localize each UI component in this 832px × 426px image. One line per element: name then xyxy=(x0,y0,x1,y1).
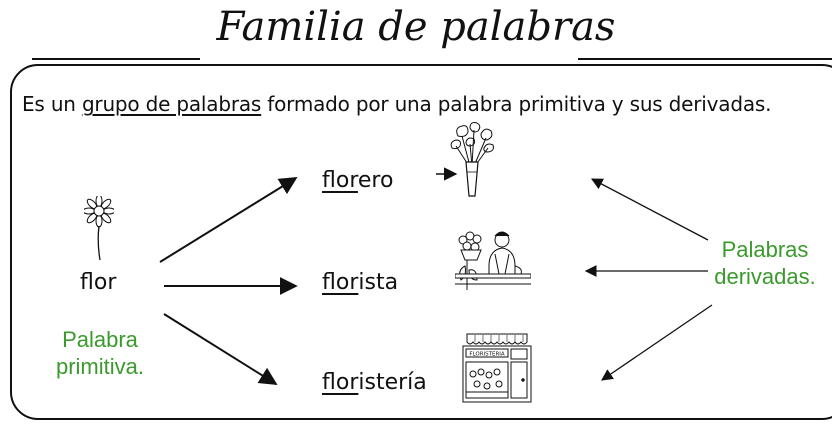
word-suffix: ero xyxy=(357,168,394,193)
definition-after: formado por una palabra primitiva y sus … xyxy=(261,92,772,116)
word-suffix: ista xyxy=(358,270,399,295)
arrow-label-to-shop xyxy=(601,304,713,381)
word-root: flor xyxy=(322,370,359,395)
word-root: flor xyxy=(322,270,359,295)
derived-label-line1: Palabras xyxy=(721,237,809,262)
word-root: flor xyxy=(322,168,358,193)
daisy-flower-icon xyxy=(82,194,116,266)
derived-word-floristeria: floristería xyxy=(322,370,427,395)
derived-label: Palabras derivadas. xyxy=(700,236,830,290)
title-right-rule xyxy=(578,58,832,60)
definition-highlight: grupo de palabras xyxy=(81,92,262,116)
derived-word-florista: florista xyxy=(322,270,398,295)
primitive-label-line2: primitiva. xyxy=(55,354,144,379)
derived-word-florero: florero xyxy=(322,168,393,193)
shop-sign: FLORISTERIA xyxy=(469,352,505,358)
flower-shop-icon: FLORISTERIA xyxy=(461,332,533,408)
arrow-label-to-vase xyxy=(590,178,709,241)
arrow-flor-to-floristeria xyxy=(163,313,278,385)
primitive-label: Palabra primitiva. xyxy=(40,326,160,380)
florist-icon xyxy=(454,226,532,294)
definition-sentence: Es un grupo de palabras formado por una … xyxy=(22,92,771,116)
title-left-rule xyxy=(32,58,200,60)
definition-before: Es un xyxy=(22,92,82,116)
vase-of-flowers-icon xyxy=(448,122,498,202)
primitive-label-line1: Palabra xyxy=(62,327,138,352)
content-frame xyxy=(10,64,832,420)
page-title: Familia de palabras xyxy=(216,4,616,50)
arrow-flor-to-florero xyxy=(159,177,298,263)
word-suffix: istería xyxy=(358,370,427,395)
primitive-word: flor xyxy=(80,270,117,295)
derived-label-line2: derivadas. xyxy=(714,264,816,289)
